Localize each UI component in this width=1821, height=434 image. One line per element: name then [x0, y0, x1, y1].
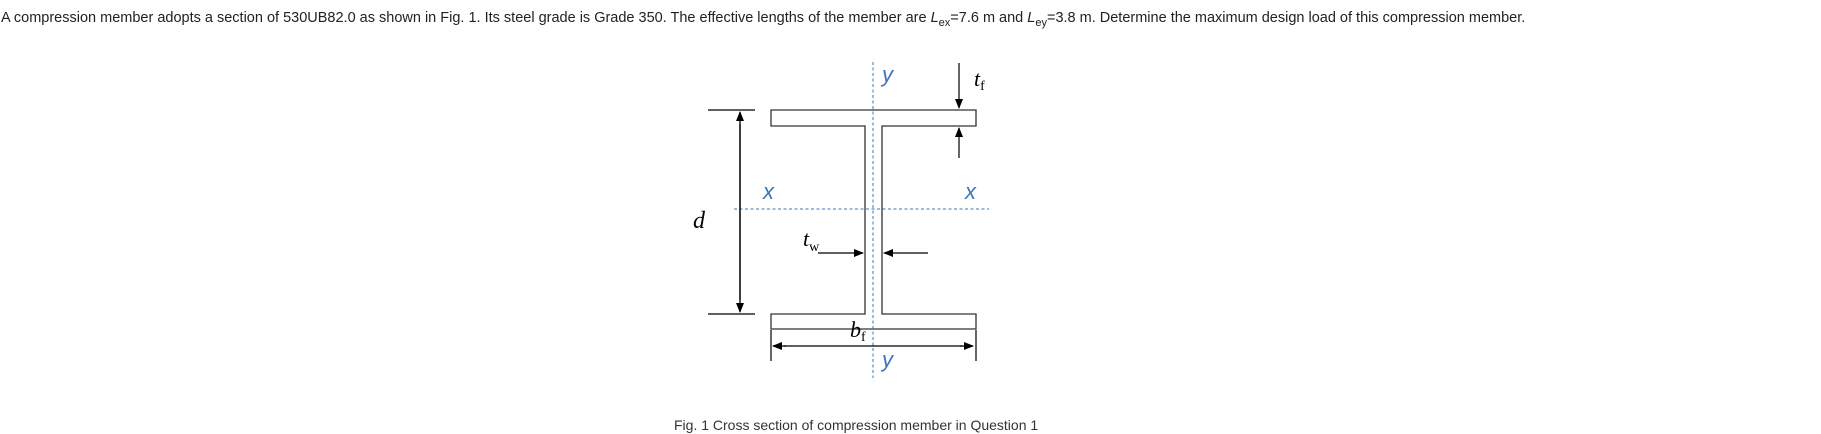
web-thickness-label: tw [803, 226, 820, 255]
flange-thickness-label: tf [974, 66, 985, 94]
tf-symbol: t [974, 66, 981, 91]
y-axis-label-top: y [880, 62, 895, 87]
depth-label: d [693, 208, 706, 234]
y-axis-label-bottom: y [880, 347, 895, 372]
ley-subscript: ey [1035, 17, 1047, 29]
ley-symbol: L [1027, 10, 1036, 26]
lex-value: =7.6 m and [950, 10, 1028, 26]
bf-subscript: f [861, 330, 866, 345]
bf-symbol: b [850, 317, 861, 342]
lex-symbol: L [930, 10, 939, 26]
depth-dimension [708, 109, 755, 315]
x-axis-label-left: x [762, 179, 775, 204]
ley-value: =3.8 m. Determine the maximum design loa… [1046, 10, 1526, 26]
tw-symbol: t [803, 226, 810, 251]
tw-subscript: w [809, 240, 820, 255]
question-text: A compression member adopts a section of… [1, 8, 1526, 29]
lex-subscript: ex [938, 17, 951, 29]
i-section-outline [770, 109, 977, 330]
flange-width-label: bf [850, 317, 866, 345]
tf-subscript: f [980, 79, 985, 94]
question-part1: A compression member adopts a section of… [1, 10, 931, 26]
figure-caption: Fig. 1 Cross section of compression memb… [674, 417, 1039, 433]
flange-width-dimension [770, 330, 977, 361]
x-axis-label-right: x [964, 179, 977, 204]
